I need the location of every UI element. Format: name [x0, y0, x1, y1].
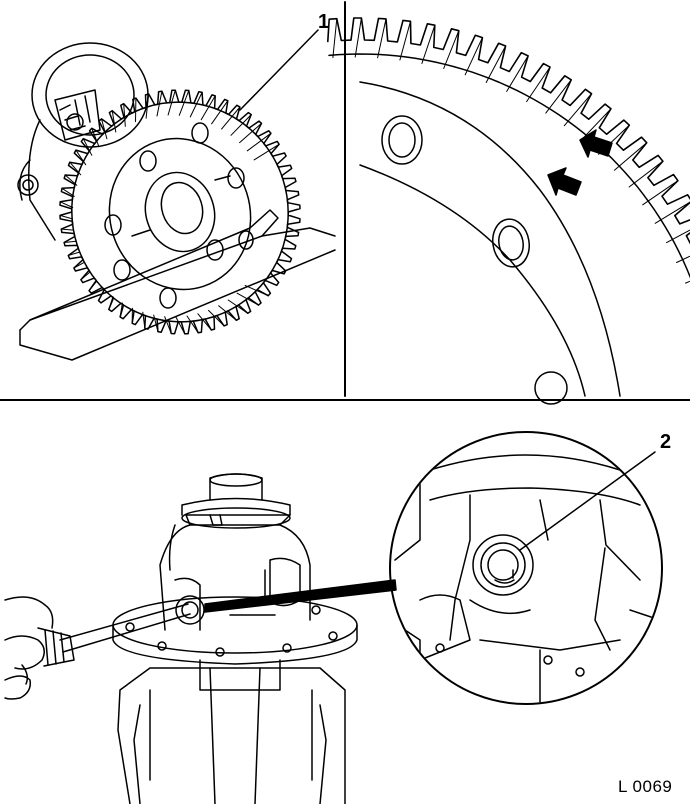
gear-tooth-face — [59, 201, 74, 208]
gear-tooth-face — [189, 91, 203, 118]
closeup-tooth-face — [421, 24, 436, 64]
gear-tooth-face — [239, 122, 262, 144]
callout-2: 2 — [660, 431, 672, 453]
gear-tooth-face — [75, 149, 87, 166]
closeup-tooth-face — [485, 45, 507, 83]
hand — [4, 596, 54, 700]
gear-tooth-face — [82, 138, 93, 156]
ring-gear — [59, 89, 301, 335]
closeup-root-arc — [328, 53, 690, 279]
gear-tooth-face — [108, 296, 114, 310]
gear-tooth-face — [175, 316, 186, 335]
gear-tooth-face — [123, 103, 126, 127]
closeup-tooth-face — [332, 18, 338, 59]
bushing — [472, 534, 534, 596]
closeup-inner-arc — [359, 81, 621, 397]
closeup-tooth-face — [563, 93, 592, 127]
gear-tooth-face — [227, 299, 249, 314]
gear-tooth-face — [88, 280, 98, 292]
gear-tooth-face — [80, 271, 91, 281]
callout-1-leader — [239, 29, 319, 111]
magnify-leaders — [204, 579, 397, 613]
closeup-bolt-holes — [381, 115, 568, 405]
gear-tooth-face — [253, 143, 280, 161]
gear-tooth-face — [61, 187, 75, 197]
gear-tooth-face — [60, 228, 75, 231]
closeup-inner-arc-2 — [359, 164, 586, 397]
closeup-tooth-face — [676, 255, 690, 263]
differential-housing — [17, 42, 149, 241]
closeup-tooth-face — [443, 30, 460, 69]
closeup-tooth-face — [666, 229, 690, 244]
vise-base — [19, 209, 336, 361]
panel-gear-teeth-closeup — [327, 17, 690, 405]
bolt-holes — [104, 122, 254, 309]
gear-tooth-face — [186, 315, 199, 334]
arrow-lower — [547, 167, 582, 196]
closeup-tooth-face — [377, 18, 387, 59]
gear-tooth-face — [91, 127, 100, 148]
gear-tooth-face — [119, 302, 123, 318]
closeup-tooth-face — [613, 142, 648, 171]
gear-tooth-face — [59, 214, 73, 220]
gear-tooth-face — [111, 110, 117, 133]
gear-tooth-face — [221, 106, 241, 130]
gear-tooth-face — [164, 316, 172, 334]
gear-tooth-face — [218, 305, 237, 321]
pick-tool — [37, 603, 191, 667]
gear-tooth-face — [101, 118, 108, 140]
closeup-tooth-face — [354, 17, 362, 58]
closeup-tooth-face — [642, 180, 679, 206]
arrow-upper — [579, 129, 613, 158]
bearing-bore — [175, 595, 205, 625]
closeup-tooth-face — [581, 108, 612, 140]
panel-differential-housing — [4, 431, 663, 804]
gear-tooth-face — [246, 132, 272, 152]
gear-tooth-face — [67, 251, 80, 256]
callout-1: 1 — [318, 11, 330, 33]
closeup-tooth-face — [464, 37, 483, 76]
closeup-teeth — [327, 17, 690, 284]
closeup-tooth-profile — [327, 17, 690, 245]
gear-tooth-face — [73, 261, 85, 269]
detail-circle — [389, 431, 663, 705]
gear-tooth-face — [197, 313, 212, 331]
gear-tooth-face — [63, 240, 77, 243]
reference-code: L 0069 — [618, 777, 673, 796]
gear-tooth-face — [145, 93, 150, 119]
vise-jaws — [117, 659, 346, 804]
gear-tooth-face — [208, 309, 225, 327]
gear-tooth-face — [211, 100, 229, 125]
callout-2-leader — [519, 451, 656, 551]
closeup-tooth-face — [654, 201, 690, 224]
gear-tooth-face — [230, 114, 252, 136]
closeup-tooth-face — [545, 79, 572, 114]
panel-gear-on-differential — [17, 29, 336, 361]
closeup-tooth-face — [399, 20, 411, 61]
gear-tooth-profile — [59, 89, 301, 335]
closeup-tooth-face — [526, 66, 551, 103]
closeup-tooth-face — [628, 160, 664, 188]
gear-tooth-face — [200, 95, 216, 121]
closeup-tooth-face — [506, 55, 529, 92]
gear-tooth-face — [98, 288, 105, 302]
